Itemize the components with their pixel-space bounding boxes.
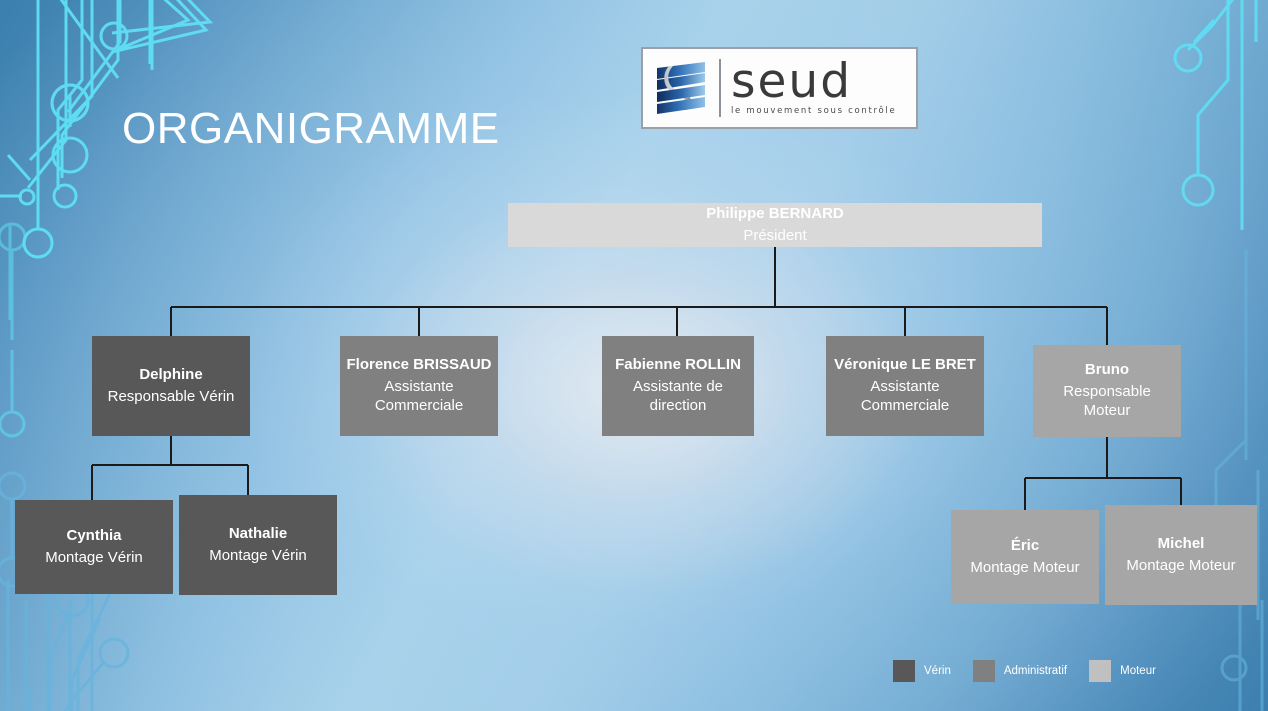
company-logo: seud le mouvement sous contrôle xyxy=(641,47,918,129)
legend-swatch-administratif xyxy=(972,660,995,682)
org-node-role: Assistante de direction xyxy=(632,378,724,414)
org-node-michel[interactable]: Michel Montage Moteur xyxy=(1105,505,1257,605)
logo-tagline: le mouvement sous contrôle xyxy=(731,106,897,117)
org-node-role: Montage Moteur xyxy=(970,558,1080,576)
org-node-name: Michel xyxy=(1157,534,1205,552)
org-node-name: Florence BRISSAUD xyxy=(346,356,492,374)
org-node-role: Montage Vérin xyxy=(209,546,307,564)
category-legend: Vérin Administratif Moteur xyxy=(893,660,1178,682)
org-node-name: Delphine xyxy=(139,365,203,383)
org-node-delphine[interactable]: Delphine Responsable Vérin xyxy=(92,336,250,436)
org-node-name: Cynthia xyxy=(66,526,122,544)
org-node-role: Responsable Moteur xyxy=(1063,383,1151,419)
org-node-name: Véronique LE BRET xyxy=(834,356,976,374)
org-node-nathalie[interactable]: Nathalie Montage Vérin xyxy=(179,495,337,595)
legend-item-moteur[interactable]: Moteur xyxy=(1089,660,1156,682)
org-node-role: Assistante Commerciale xyxy=(860,378,950,414)
legend-label-moteur: Moteur xyxy=(1120,665,1156,677)
legend-item-administratif[interactable]: Administratif xyxy=(972,660,1068,682)
legend-item-verin[interactable]: Vérin xyxy=(893,660,951,682)
org-node-eric[interactable]: Éric Montage Moteur xyxy=(951,510,1099,604)
org-node-bruno[interactable]: Bruno Responsable Moteur xyxy=(1033,345,1181,437)
org-node-fabienne-rollin[interactable]: Fabienne ROLLIN Assistante de direction xyxy=(602,336,754,436)
org-node-name: Nathalie xyxy=(228,524,288,542)
org-node-name: Bruno xyxy=(1084,361,1130,379)
org-node-name: Philippe BERNARD xyxy=(706,204,844,222)
legend-label-verin: Vérin xyxy=(924,665,951,677)
org-node-president[interactable]: Philippe BERNARD Président xyxy=(508,203,1042,247)
legend-label-administratif: Administratif xyxy=(1003,665,1068,677)
org-node-veronique-le-bret[interactable]: Véronique LE BRET Assistante Commerciale xyxy=(826,336,984,436)
org-node-cynthia[interactable]: Cynthia Montage Vérin xyxy=(15,500,173,594)
org-node-florence-brissaud[interactable]: Florence BRISSAUD Assistante Commerciale xyxy=(340,336,498,436)
org-node-role: Président xyxy=(743,226,807,244)
org-node-role: Montage Moteur xyxy=(1126,556,1236,574)
legend-swatch-moteur xyxy=(1089,660,1112,682)
org-node-role: Assistante Commerciale xyxy=(374,378,464,414)
legend-swatch-verin xyxy=(893,660,915,682)
logo-wordmark: seud xyxy=(731,53,853,109)
org-node-role: Responsable Vérin xyxy=(107,387,235,405)
logo-divider xyxy=(719,59,721,117)
org-node-role: Montage Vérin xyxy=(45,548,143,566)
page-title: ORGANIGRAMME xyxy=(122,104,500,153)
org-node-name: Fabienne ROLLIN xyxy=(615,356,741,374)
seud-s-logo-mark xyxy=(657,62,705,114)
org-node-name: Éric xyxy=(1010,536,1040,554)
